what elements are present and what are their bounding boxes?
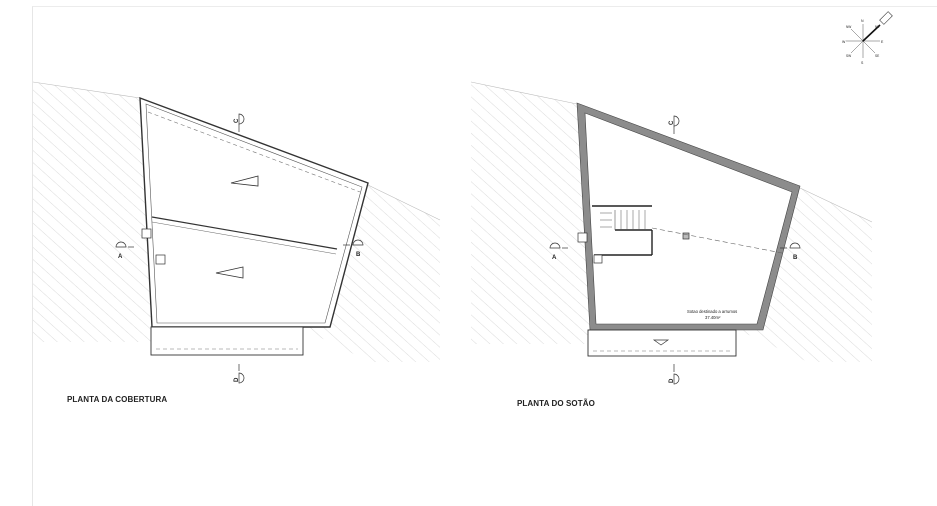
roof-terrain-right-edge	[367, 184, 441, 221]
roof-eave-dashed	[147, 111, 361, 193]
roof-section-b-label: B	[356, 252, 361, 258]
roof-section-d-marker: D	[234, 364, 245, 384]
attic-section-d-marker: D	[669, 364, 680, 385]
attic-terrain-left	[471, 82, 590, 344]
attic-section-line	[651, 227, 783, 254]
attic-terrain-right	[738, 188, 872, 362]
compass-se: SE	[875, 54, 879, 58]
roof-ridge	[151, 216, 338, 250]
attic-section-b-label: B	[793, 255, 798, 261]
roof-terrain-right	[305, 185, 440, 362]
attic-section-a-marker: A	[549, 242, 568, 261]
roof-section-a-marker: A	[115, 241, 134, 260]
attic-plan-title: PLANTA DO SOTÃO	[517, 399, 595, 408]
compass-rose: N S E W NE NW SE SW	[842, 11, 893, 65]
roof-plan: A B C D	[32, 81, 441, 384]
roof-outline-inner	[145, 103, 363, 324]
slope-arrow-top	[230, 175, 259, 187]
attic-terrain-left-edge	[470, 81, 578, 105]
compass-sw: SW	[846, 54, 851, 58]
attic-chimney-1	[577, 232, 588, 243]
compass-east: E	[881, 40, 884, 44]
roof-ridge-2	[151, 221, 337, 255]
roof-chimney-2	[155, 254, 166, 265]
roof-plan-title: PLANTA DA COBERTURA	[67, 395, 168, 404]
attic-terrace-arrow	[652, 339, 670, 346]
roof-section-c-label: C	[234, 118, 240, 123]
attic-section-b-marker: B	[780, 242, 801, 261]
attic-section-c-marker: C	[669, 115, 680, 134]
roof-section-c-marker: C	[234, 113, 245, 132]
attic-section-d-label: D	[669, 378, 675, 383]
compass-north: N	[861, 19, 864, 23]
compass-south: S	[861, 61, 864, 65]
attic-section-a-label: A	[552, 255, 557, 261]
slope-arrow-bottom	[215, 266, 244, 279]
attic-interior	[584, 112, 793, 325]
attic-section-c-label: C	[669, 120, 675, 125]
north-arrow	[862, 24, 881, 42]
compass-nw: NW	[846, 25, 851, 29]
attic-plan: Sotao destinado a arrumos 37.40m² A B C	[470, 81, 873, 385]
attic-skylight-marker	[682, 232, 690, 240]
attic-chimney-2	[593, 254, 603, 264]
roof-terrain-left-edge	[32, 81, 141, 99]
attic-room-area: 37.40m²	[705, 315, 721, 320]
attic-terrace	[587, 329, 737, 357]
attic-terrain-right-edge	[799, 187, 873, 223]
attic-room-name: Sotao destinado a arrumos	[687, 309, 737, 314]
roof-terrace	[150, 326, 304, 356]
roof-section-a-label: A	[118, 254, 123, 260]
roof-section-b-marker: B	[343, 239, 364, 258]
roof-section-d-label: D	[234, 377, 240, 382]
roof-outline	[139, 96, 369, 328]
north-arrow-tag	[879, 11, 893, 25]
compass-ne: NE	[875, 25, 879, 29]
roof-chimney-1	[141, 228, 152, 239]
compass-west: W	[842, 40, 846, 44]
roof-terrain-left	[33, 82, 155, 342]
attic-stair	[592, 205, 653, 256]
sheet-border	[32, 6, 937, 506]
